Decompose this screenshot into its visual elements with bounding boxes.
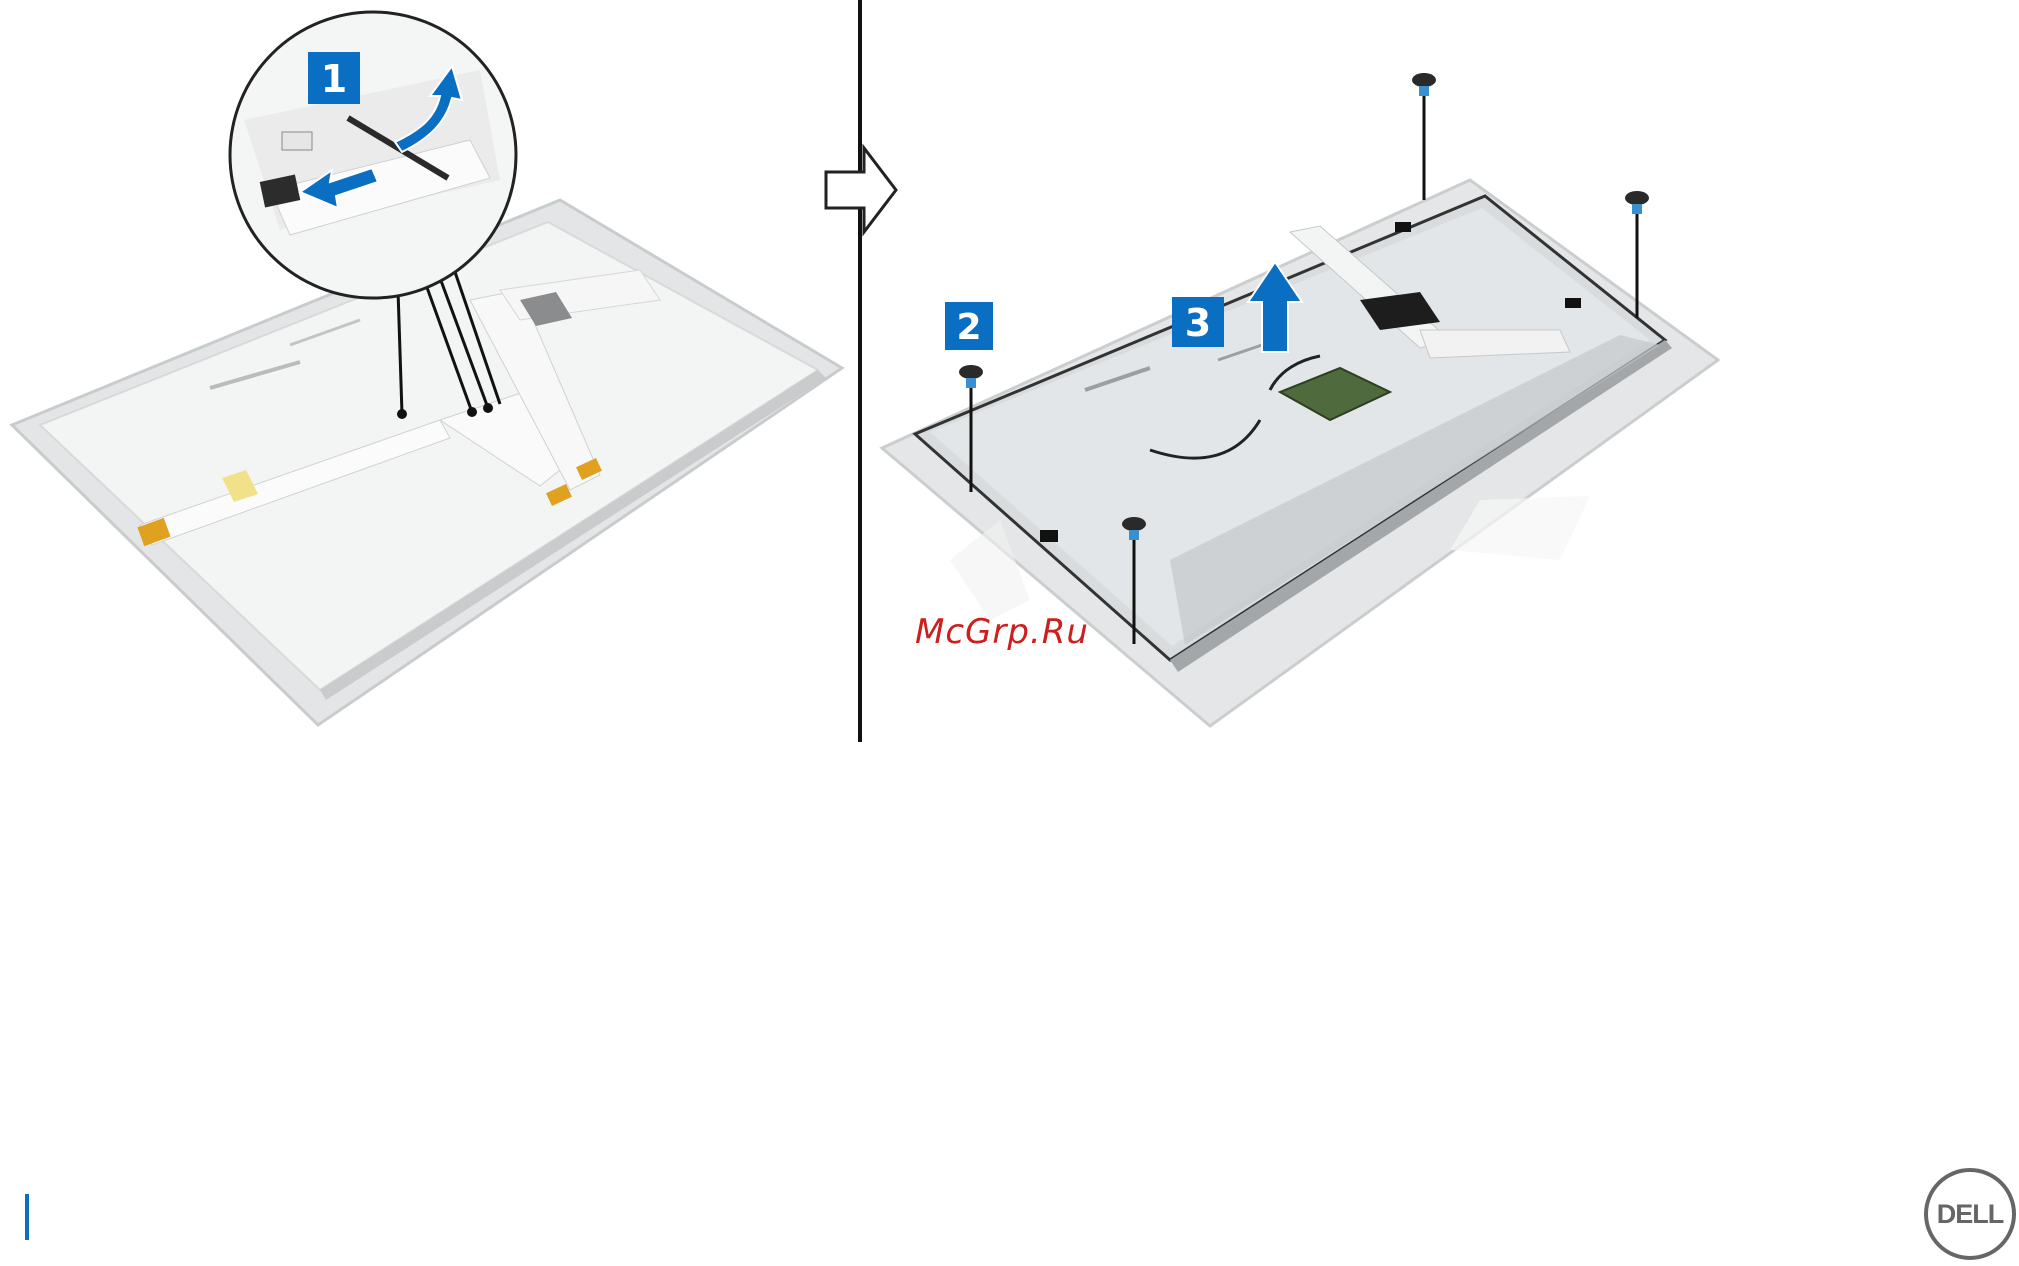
dell-logo-text: DELL — [1922, 1166, 2018, 1262]
svg-text:3: 3 — [1185, 301, 1211, 345]
screw-icon — [1412, 73, 1436, 200]
step-3-badge: 3 — [1172, 297, 1224, 347]
page-edge-marker — [25, 1194, 29, 1240]
step-1-badge: 1 — [308, 52, 360, 104]
watermark-text: McGrp.Ru — [915, 612, 1089, 652]
svg-text:1: 1 — [321, 57, 347, 101]
step-2-badge: 2 — [945, 302, 993, 350]
svg-text:2: 2 — [956, 307, 981, 348]
zoom-detail-circle — [230, 12, 516, 298]
